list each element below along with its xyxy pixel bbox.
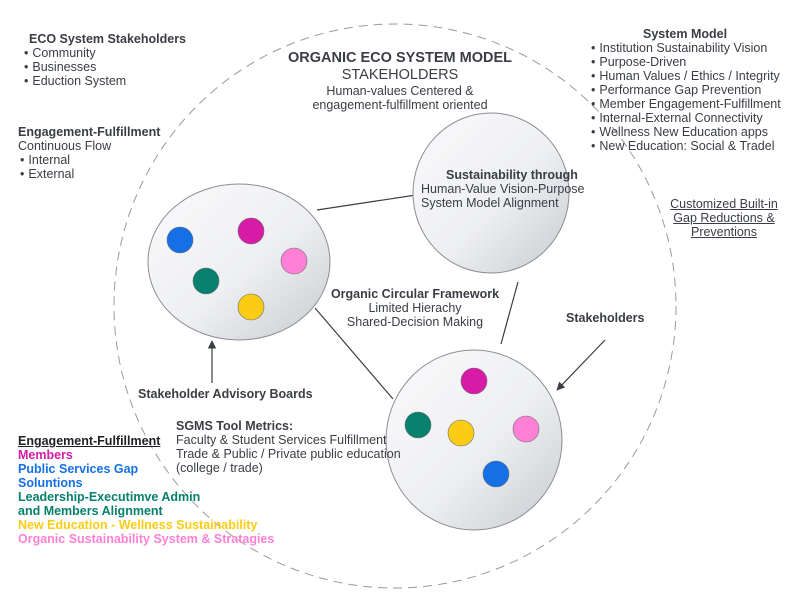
dot-leadership[interactable]: [404, 411, 432, 439]
advisory-boards-label: Stakeholder Advisory Boards: [138, 387, 313, 401]
sustainability-node[interactable]: [412, 112, 570, 274]
page-subtitle: STAKEHOLDERS: [341, 67, 459, 83]
list-item: Performance Gap Prevention: [591, 83, 781, 97]
title-desc-line: Human-values Centered &: [326, 84, 474, 98]
sgms-line: Faculty & Student Services Fulfillment: [176, 433, 387, 447]
sgms-block: SGMS Tool Metrics: Faculty & Student Ser…: [176, 419, 401, 475]
dot-organic[interactable]: [280, 247, 308, 275]
sustainability-text: Sustainability through Human-Value Visio…: [421, 168, 585, 210]
title-desc-line: engagement-fulfillment oriented: [312, 98, 488, 112]
system-model-list: Institution Sustainability Vision Purpos…: [591, 41, 781, 153]
sgms-heading: SGMS Tool Metrics:: [176, 419, 294, 433]
legend-leadership: Leadership-Executimve Admin: [18, 490, 201, 504]
engagement-flow-subheading: Continuous Flow: [18, 139, 112, 153]
list-item: Member Engagement-Fulfillment: [591, 97, 780, 111]
system-model-heading: System Model: [643, 27, 728, 41]
sustainability-line: Human-Value Vision-Purpose: [421, 182, 585, 196]
list-item: Internal: [20, 153, 160, 167]
list-item: Wellness New Education apps: [591, 125, 781, 139]
framework-block: Organic Circular Framework Limited Hiera…: [325, 287, 505, 329]
eco-stakeholders-list: Community Businesses Eduction System: [24, 46, 186, 88]
engagement-flow-block: Engagement-Fulfillment Continuous Flow I…: [18, 125, 160, 181]
list-item: External: [20, 167, 160, 181]
dot-members[interactable]: [460, 367, 488, 395]
connector-left-bottom: [314, 307, 394, 400]
sgms-line: Trade & Public / Private public educatio…: [176, 447, 401, 461]
framework-heading: Organic Circular Framework: [330, 287, 500, 301]
stakeholder-group-left[interactable]: [147, 183, 331, 341]
legend-public-services-cont: Soluntions: [18, 476, 83, 490]
customized-line: Gap Reductions &: [673, 211, 775, 225]
legend-heading: Engagement-Fulfillment: [18, 434, 161, 448]
legend-education: New Education - Wellness Sustainability: [18, 518, 258, 532]
engagement-flow-list: Internal External: [20, 153, 160, 181]
ecosystem-boundary: [113, 23, 677, 589]
diagram-title-block: ORGANIC ECO SYSTEM MODEL STAKEHOLDERS Hu…: [270, 50, 530, 112]
legend: Engagement-Fulfillment Members Public Se…: [18, 434, 274, 546]
dot-public-services[interactable]: [482, 460, 510, 488]
customized-note: Customized Built-in Gap Reductions & Pre…: [664, 197, 784, 239]
dot-members[interactable]: [237, 217, 265, 245]
dot-leadership[interactable]: [192, 267, 220, 295]
legend-organic: Organic Sustainability System & Stratagi…: [18, 532, 275, 546]
framework-line: Limited Hierachy: [368, 301, 462, 315]
list-item: Purpose-Driven: [591, 55, 781, 69]
page-title: ORGANIC ECO SYSTEM MODEL: [288, 50, 512, 66]
sustainability-line: System Model Alignment: [421, 196, 559, 210]
customized-line: Customized Built-in: [670, 197, 778, 211]
eco-stakeholders-heading: ECO System Stakeholders: [29, 32, 187, 46]
connector-top-bottom: [500, 281, 519, 345]
dot-education[interactable]: [447, 419, 475, 447]
list-item: Internal-External Connectivity: [591, 111, 781, 125]
list-item: New Education: Social & Tradel: [591, 139, 781, 153]
system-model-block: System Model Institution Sustainability …: [591, 27, 781, 153]
dot-organic[interactable]: [512, 415, 540, 443]
list-item: Human Values / Ethics / Integrity: [591, 69, 781, 83]
eco-stakeholders-block: ECO System Stakeholders Community Busine…: [28, 32, 186, 88]
list-item: Eduction System: [24, 74, 186, 88]
dot-education[interactable]: [237, 293, 265, 321]
list-item: Businesses: [24, 60, 186, 74]
sustainability-heading: Sustainability through: [446, 168, 578, 182]
stakeholders-arrow: [556, 339, 606, 391]
engagement-flow-heading: Engagement-Fulfillment: [18, 125, 161, 139]
sgms-line: (college / trade): [176, 461, 263, 475]
list-item: Community: [24, 46, 186, 60]
legend-leadership-cont: and Members Alignment: [18, 504, 163, 518]
dot-public-services[interactable]: [166, 226, 194, 254]
connector-left-top: [316, 194, 417, 211]
list-item: Institution Sustainability Vision: [591, 41, 781, 55]
legend-public-services: Public Services Gap: [18, 462, 139, 476]
legend-members: Members: [18, 448, 73, 462]
framework-line: Shared-Decision Making: [346, 315, 484, 329]
customized-line: Preventions: [690, 225, 757, 239]
stakeholders-label: Stakeholders: [566, 311, 645, 325]
stakeholder-group-bottom[interactable]: [385, 349, 563, 531]
